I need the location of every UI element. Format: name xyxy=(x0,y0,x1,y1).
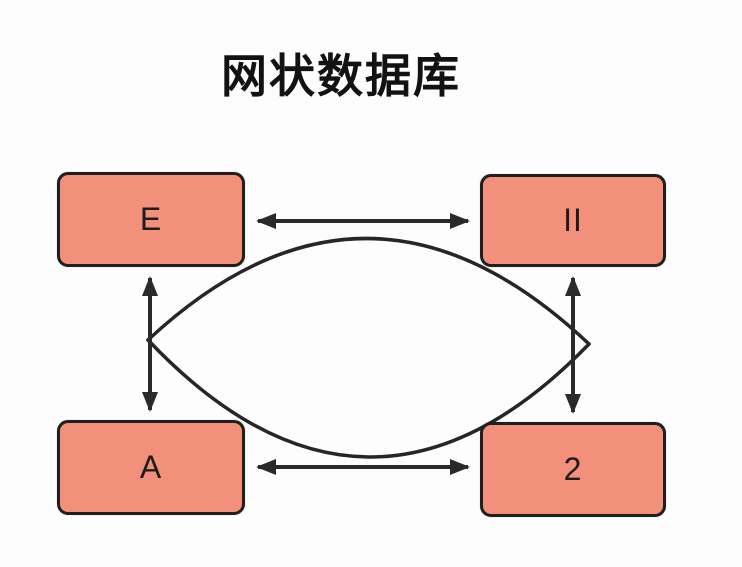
node-label-A: A xyxy=(139,449,163,485)
node-label-E: E xyxy=(139,201,163,237)
node-box-A: A xyxy=(57,420,245,515)
page-title: 网状数据库 xyxy=(221,50,461,102)
curved-edge-lower-arc xyxy=(146,338,591,459)
node-box-II: II xyxy=(480,174,666,267)
node-label-2: 2 xyxy=(563,451,583,487)
curved-edge-upper-arc xyxy=(146,236,591,346)
node-box-E: E xyxy=(57,172,245,267)
node-box-2: 2 xyxy=(480,422,666,517)
node-label-II: II xyxy=(563,202,583,238)
